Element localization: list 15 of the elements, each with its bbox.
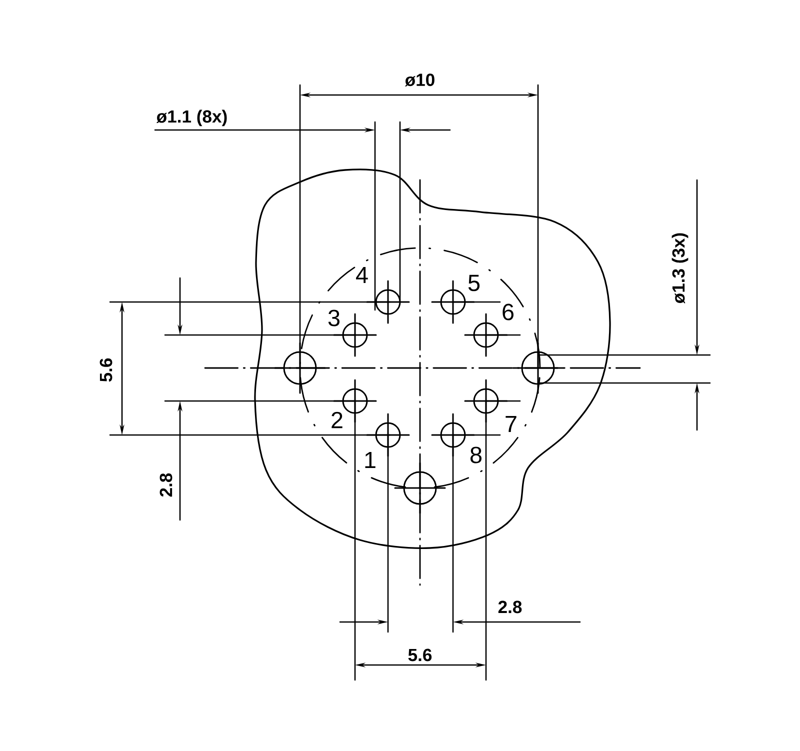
pin-number: 8 [470, 446, 482, 464]
dimension-text: ø1.1 (8x) [156, 110, 227, 126]
pin-number: 4 [356, 266, 368, 284]
dimension-text: 2.8 [160, 473, 172, 497]
pin-number: 5 [468, 274, 480, 292]
dimension-text: 5.6 [408, 648, 432, 662]
pin-number: 2 [332, 412, 342, 428]
pin-number: 1 [365, 452, 376, 468]
dimension-text: ø10 [404, 74, 434, 86]
dimension-text: 5.6 [100, 358, 112, 382]
pin-number: 6 [502, 304, 514, 320]
pin-number: 3 [328, 310, 340, 326]
dimension-text: ø1.3 (3x) [672, 233, 688, 304]
pin-number: 7 [506, 416, 516, 432]
dimension-text: 2.8 [498, 600, 522, 614]
